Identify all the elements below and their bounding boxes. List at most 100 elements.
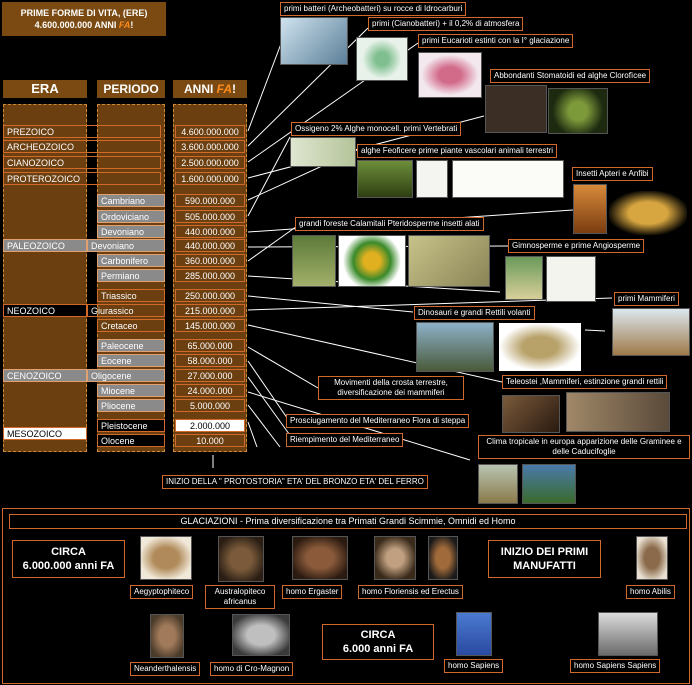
era-cenozoico: CENOZOICO <box>3 369 87 382</box>
homo-ergaster-image <box>292 536 348 580</box>
year-cell: 2.000.000 <box>175 419 245 432</box>
period-devoniano: Devoniano <box>97 225 165 238</box>
period-permiano: Permiano <box>97 269 165 282</box>
year-cell: 145.000.000 <box>175 319 245 332</box>
animali-terrestri-image <box>452 160 564 198</box>
insetti-alati-image <box>408 235 490 287</box>
year-cell: 440.000.000 <box>175 239 245 252</box>
event-label: primi Eucarioti estinti con la I° glacia… <box>418 34 574 48</box>
period-cambriano: Cambriano <box>97 194 165 207</box>
event-label: primi (Cianobatteri) + il 0,2% di atmosf… <box>368 17 524 31</box>
event-label: Abbondanti Stomatoidi ed alghe Clorofìce… <box>490 69 651 83</box>
dinosauri-image <box>498 322 582 372</box>
header-periodo: PERIODO <box>97 80 165 98</box>
year-cell: 3.600.000.000 <box>175 140 245 153</box>
period-oligocene: Oligocene <box>87 369 165 382</box>
year-cell: 505.000.000 <box>175 210 245 223</box>
angiosperme-image <box>546 256 596 302</box>
inizio-protostoria-label: INIZIO DELLA " PROTOSTORIA" ETA' DEL BRO… <box>162 475 428 489</box>
year-cell: 590.000.000 <box>175 194 245 207</box>
year-cell: 215.000.000 <box>175 304 245 317</box>
rettili-volanti-image <box>416 322 494 372</box>
grandi-mammiferi-image <box>566 392 670 432</box>
era-paleozoico: PALEOZOICO <box>3 239 87 252</box>
event-label: Dinosauri e grandi Rettili volanti <box>414 306 535 320</box>
homo-floriensis-image <box>374 536 416 580</box>
year-cell: 2.500.000.000 <box>175 156 245 169</box>
title-line2: 4.600.000.000 ANNI <box>34 20 117 30</box>
era-proterozoico: PROTEROZOICO <box>3 172 161 185</box>
primi-mammiferi-image <box>612 308 690 356</box>
species-label: Aegyptophiteco <box>130 585 194 599</box>
event-label: Prosciugamento del Mediterraneo Flora di… <box>286 414 470 428</box>
period-ordoviciano: Ordoviciano <box>97 210 165 223</box>
caducifoglie-image <box>522 464 576 504</box>
neanderthalensis-image <box>150 614 184 658</box>
event-label: Insetti Apteri e Anfibi <box>572 167 653 181</box>
inizio-manufatti-box: INIZIO DEI PRIMI MANUFATTI <box>488 540 601 578</box>
species-label: Neanderthalensis <box>130 662 201 676</box>
period-triassico: Triassico <box>97 289 165 302</box>
eucarioti-image <box>418 52 482 98</box>
foreste-calamitali-image <box>292 235 336 287</box>
header-anni: ANNI FA! <box>173 80 247 98</box>
homo-sapiens-image <box>456 612 492 656</box>
species-label: homo di Cro-Magnon <box>210 662 294 676</box>
insetti-apteri-image <box>573 184 607 234</box>
period-carbonifero: Carbonifero <box>97 254 165 267</box>
year-cell: 10.000 <box>175 434 245 447</box>
header-era: ERA <box>3 80 87 98</box>
species-label: homo Floriensis ed Erectus <box>358 585 463 599</box>
stomatoidi-image <box>485 85 547 133</box>
year-cell: 5.000.000 <box>175 399 245 412</box>
species-label: homo Abilis <box>626 585 675 599</box>
pteridosperme-image <box>338 235 406 287</box>
species-label: Australopiteco africanus <box>205 585 275 609</box>
species-label: homo Sapiens Sapiens <box>570 659 661 673</box>
cro-magnon-image <box>232 614 290 656</box>
period-paleocene: Paleocene <box>97 339 165 352</box>
alghe-monocellulari-image <box>290 137 356 167</box>
year-cell: 285.000.000 <box>175 269 245 282</box>
period-pliocene: Pliocene <box>97 399 165 412</box>
year-cell: 440.000.000 <box>175 225 245 238</box>
event-label: Teleostei ,Mammiferi, estinzione grandi … <box>502 375 668 389</box>
event-label: Ossigeno 2% Alghe monocell. primi Verteb… <box>291 122 462 136</box>
period-devoniano-2: Devoniano <box>87 239 165 252</box>
alghe-feoficere-image <box>357 160 413 198</box>
anfibi-image <box>608 190 688 236</box>
piante-vascolari-image <box>416 160 448 198</box>
page-title: PRIME FORME DI VITA, (ERE) 4.600.000.000… <box>2 2 166 36</box>
period-pleistocene: Pleistocene <box>97 419 165 432</box>
cianobatteri-image <box>356 37 408 81</box>
era-cianozoico: CIANOZOICO <box>3 156 161 169</box>
year-cell: 4.600.000.000 <box>175 125 245 138</box>
event-label: alghe Feoficere prime piante vascolari a… <box>357 144 558 158</box>
event-label: primi Mammiferi <box>614 292 679 306</box>
year-cell: 65.000.000 <box>175 339 245 352</box>
species-label: homo Sapiens <box>444 659 504 673</box>
event-label: primi batteri (Archeobatteri) su rocce d… <box>280 2 467 16</box>
period-olocene: Olocene <box>97 434 165 447</box>
archeobatteri-image <box>280 17 348 65</box>
cloroficee-image <box>548 88 608 134</box>
homo-abilis-image <box>636 536 668 580</box>
graminee-image <box>478 464 518 504</box>
period-eocene: Eocene <box>97 354 165 367</box>
circa-6-milioni-box: CIRCA 6.000.000 anni FA <box>12 540 125 578</box>
australopiteco-image <box>218 536 264 582</box>
era-prezoico: PREZOICO <box>3 125 161 138</box>
event-label: Movimenti della crosta terrestre, divers… <box>318 376 464 400</box>
gimnosperme-image <box>505 256 543 300</box>
year-cell: 27.000.000 <box>175 369 245 382</box>
period-giurassico: Giurassico <box>87 304 165 317</box>
period-cretaceo: Cretaceo <box>97 319 165 332</box>
species-label: homo Ergaster <box>282 585 343 599</box>
teleostei-image <box>502 395 560 433</box>
era-mesozoico: MESOZOICO <box>3 427 87 440</box>
glaciazioni-label: GLACIAZIONI - Prima diversificazione tra… <box>9 514 687 529</box>
year-cell: 250.000.000 <box>175 289 245 302</box>
event-label: Riempimento del Mediterraneo <box>286 433 404 447</box>
year-cell: 1.600.000.000 <box>175 172 245 185</box>
era-archeozoico: ARCHEOZOICO <box>3 140 161 153</box>
